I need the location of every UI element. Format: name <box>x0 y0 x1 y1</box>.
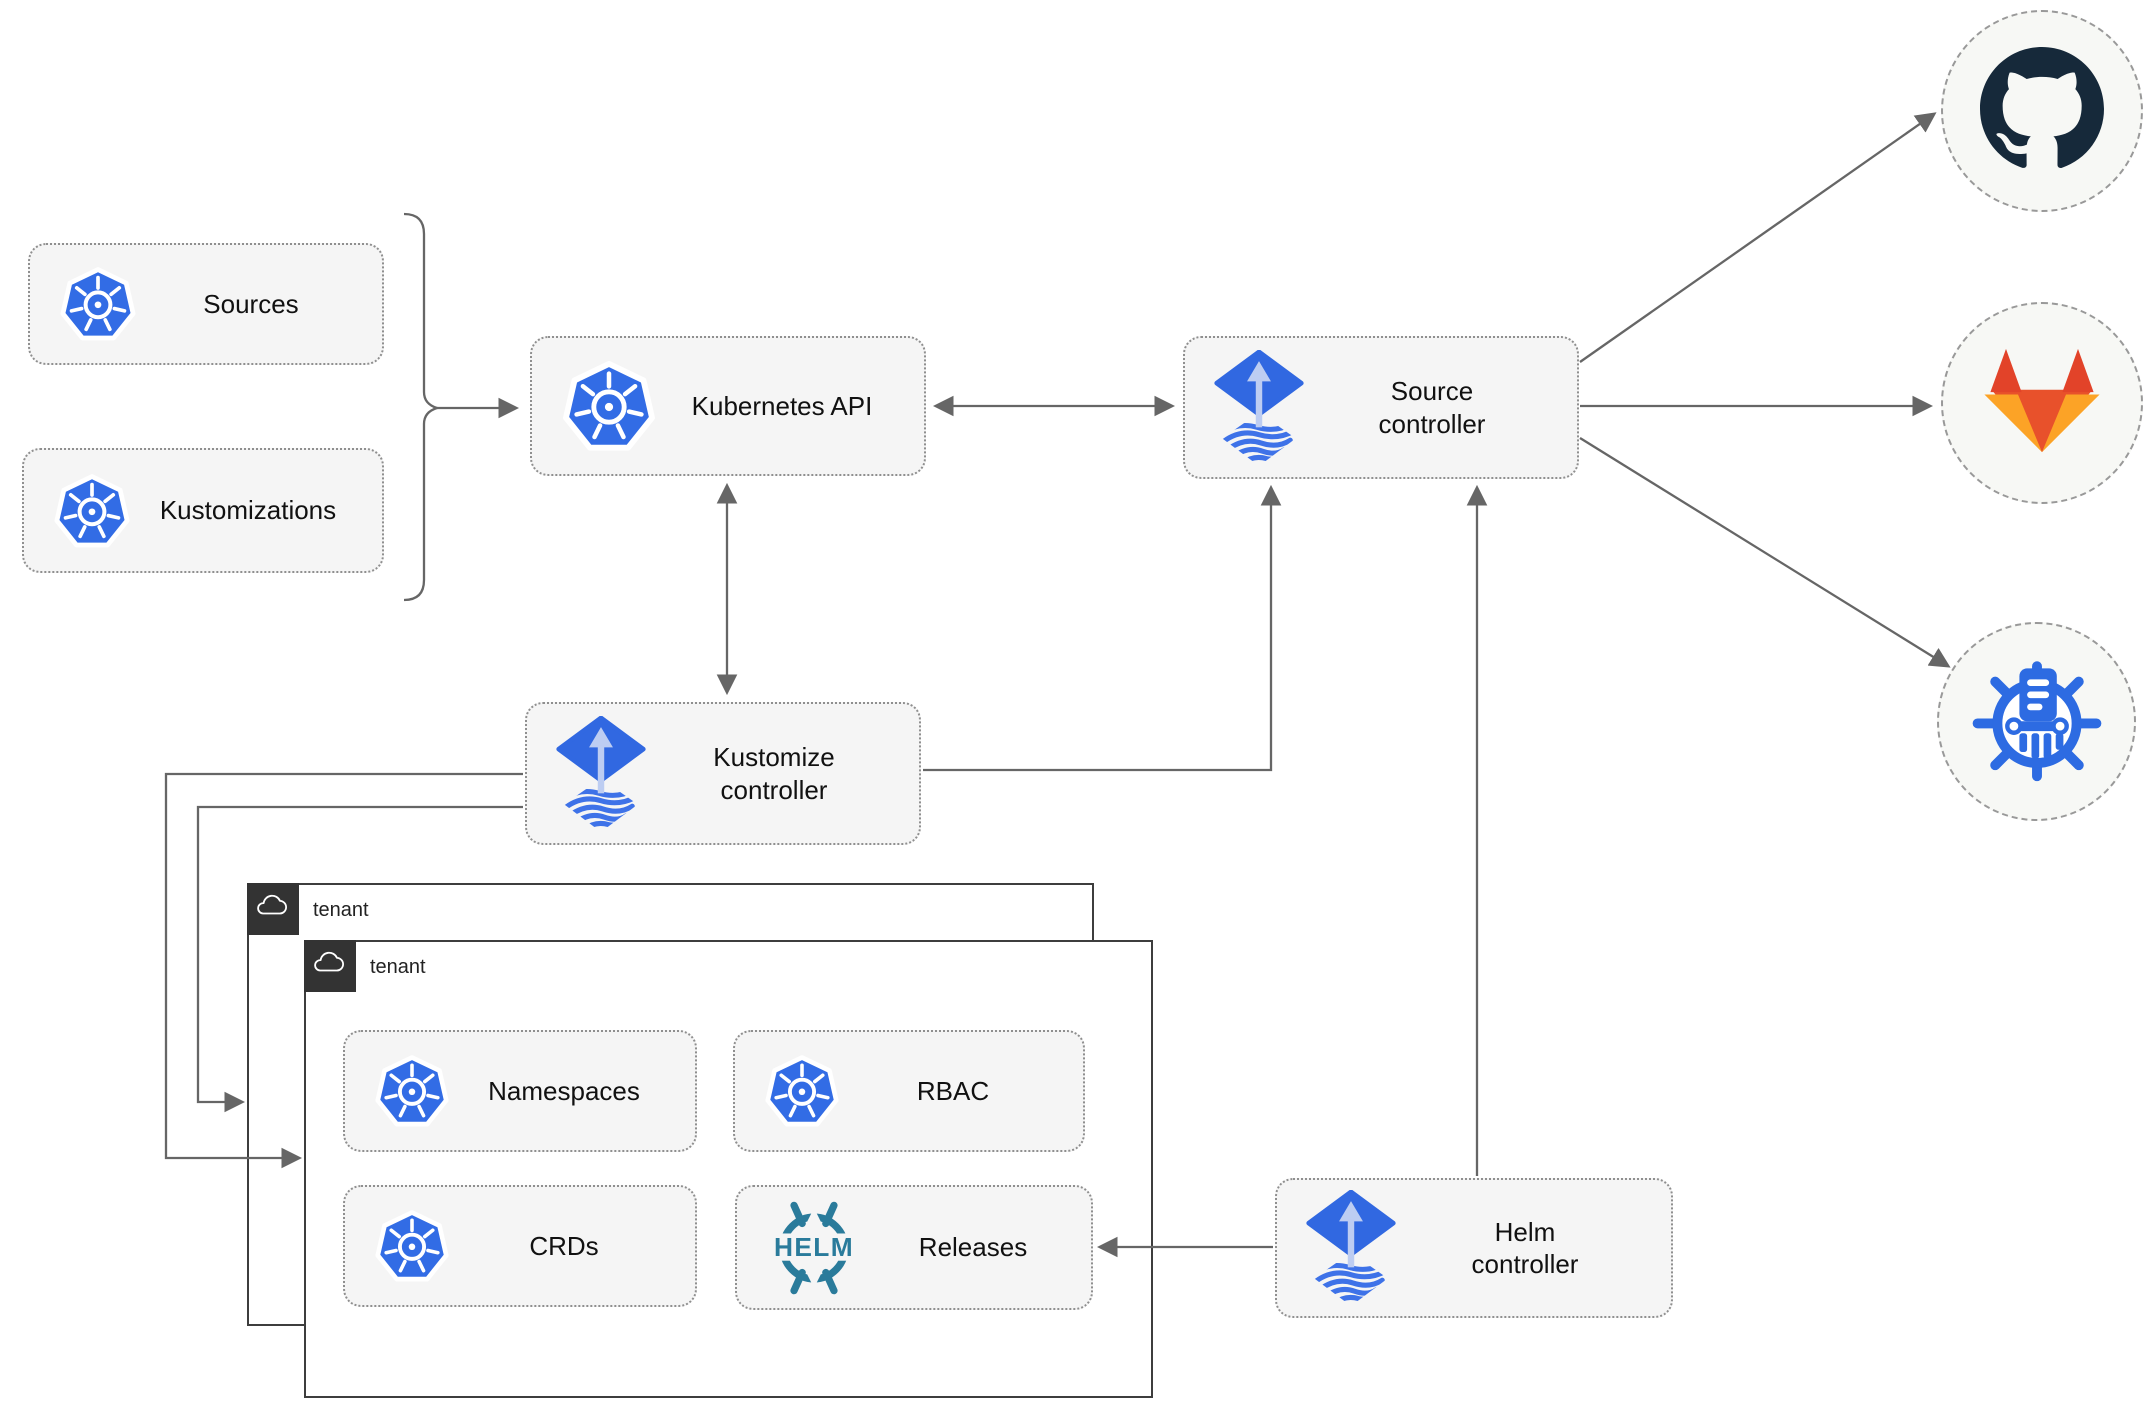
kubernetes-icon <box>52 471 132 551</box>
helm-icon: HELM <box>755 1193 873 1303</box>
source-controller-node: Source controller <box>1183 336 1579 479</box>
kustomize-controller-node: Kustomize controller <box>525 702 921 845</box>
edge-source-github <box>1579 112 1937 363</box>
kubernetes-icon <box>763 1052 841 1130</box>
source-controller-label: Source controller <box>1378 376 1486 439</box>
flux-icon <box>1213 350 1305 466</box>
namespaces-node: Namespaces <box>343 1030 697 1152</box>
namespaces-label: Namespaces <box>488 1075 640 1106</box>
helm-logo-text: HELM <box>774 1232 854 1262</box>
kubernetes-icon <box>373 1052 451 1130</box>
helm-controller-label: Helm controller <box>1471 1216 1579 1280</box>
tenant-inner-label: tenant <box>370 956 426 978</box>
edge-source-chartmuseum <box>1579 437 1951 668</box>
tenant-tab <box>247 883 299 935</box>
releases-label: Releases <box>918 1232 1028 1263</box>
gitlab-endpoint <box>1941 302 2143 504</box>
flux-icon <box>555 716 647 832</box>
edge-kustomize-source <box>923 484 1282 772</box>
flux-icon <box>1305 1190 1397 1306</box>
cloud-icon <box>255 893 291 925</box>
chartmuseum-icon <box>1971 653 2103 790</box>
kustomizations-label: Kustomizations <box>159 495 337 526</box>
rbac-label: RBAC <box>916 1075 990 1106</box>
kubernetes-icon <box>560 357 658 455</box>
sources-node: Sources <box>28 243 384 365</box>
crds-node: CRDs <box>343 1185 697 1307</box>
helm-controller-node: Helm controller <box>1275 1178 1673 1318</box>
tenant-outer-label: tenant <box>313 899 369 921</box>
github-endpoint <box>1941 10 2143 212</box>
edge-bracket <box>403 212 441 602</box>
releases-node: HELM Releases <box>735 1185 1093 1310</box>
kubernetes-api-label: Kubernetes API <box>691 390 873 421</box>
sources-label: Sources <box>203 288 299 319</box>
chartmuseum-endpoint <box>1937 622 2136 821</box>
crds-label: CRDs <box>529 1230 599 1261</box>
tenant-tab <box>304 940 356 992</box>
kubernetes-icon <box>58 264 138 344</box>
github-icon <box>1980 47 2104 176</box>
rbac-node: RBAC <box>733 1030 1085 1152</box>
cloud-icon <box>312 950 348 982</box>
tenant-inner-container: tenant <box>304 940 1153 1398</box>
kubernetes-icon <box>373 1207 451 1285</box>
kustomize-controller-label: Kustomize controller <box>713 742 835 805</box>
gitlab-icon <box>1982 344 2102 462</box>
kustomizations-node: Kustomizations <box>22 448 384 573</box>
kubernetes-api-node: Kubernetes API <box>530 336 926 476</box>
